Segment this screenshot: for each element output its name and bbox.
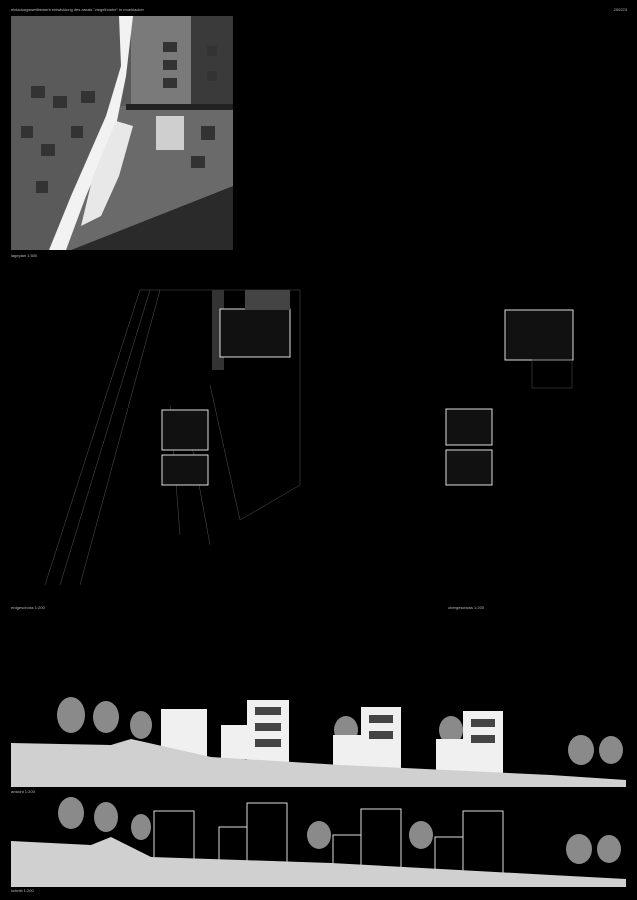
elevation-label: ansicht 1:200 [11,789,35,794]
ground-floor-label: erdgeschoss 1:200 [11,605,45,610]
site-plan-label: lageplan 1:500 [11,253,38,258]
elevation-drawing [11,697,626,787]
ground-floor-plan [44,289,301,586]
upper-floor-label: obergeschoss 1:200 [448,605,485,610]
section-drawing [11,797,626,887]
site-plan [11,16,233,250]
poster-title: einladungswettbewerb entwicklung des are… [11,7,144,12]
poster-number: 200223 [613,7,627,12]
upper-floor-plan [445,309,574,486]
section-label: schnitt 1:200 [11,888,34,893]
